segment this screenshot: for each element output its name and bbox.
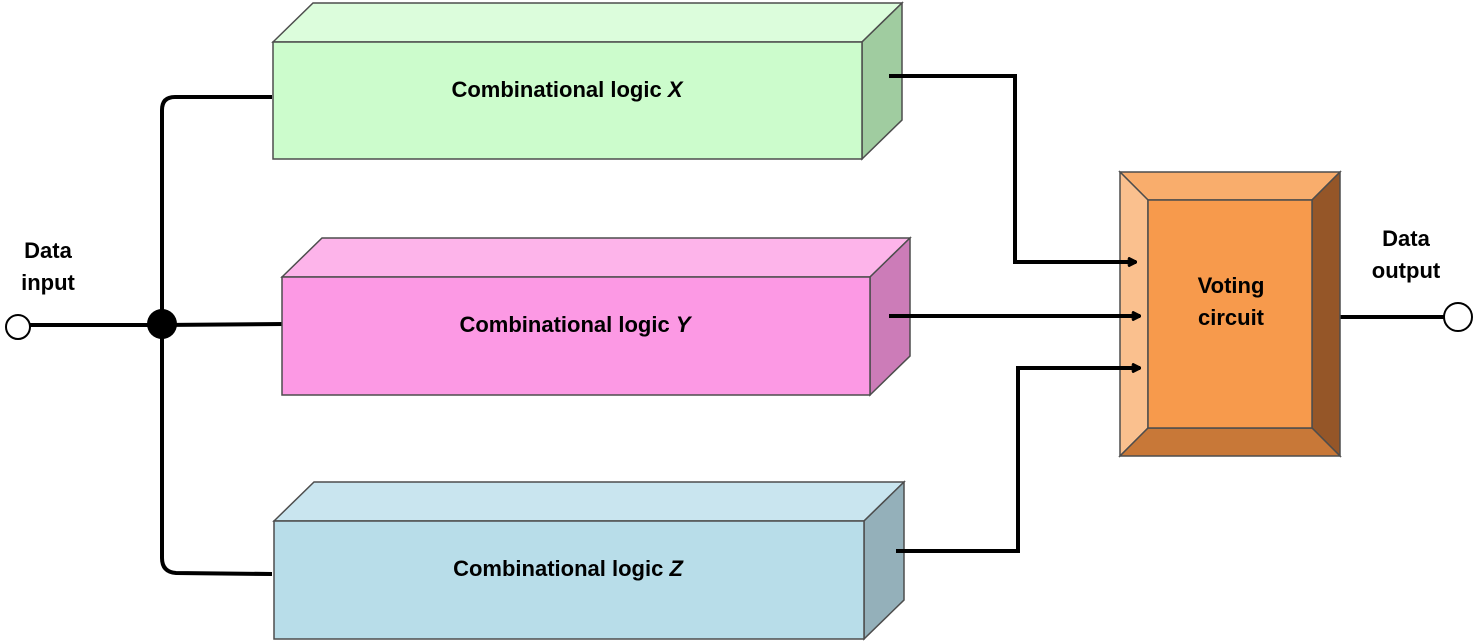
fanout-bus [160,95,273,576]
voter-bottom-bevel [1118,427,1342,457]
wire-z-to-voter [896,368,1140,553]
wire-x-to-voter [889,74,1136,262]
voting-circuit-label-line2: circuit [1198,305,1265,330]
data-output-label-line1: Data [1382,226,1430,251]
data-input-label-line1: Data [24,238,72,263]
fanout-wire-y [161,322,286,327]
data-input-label-line2: input [21,270,75,295]
voter-right-bevel [1311,170,1341,458]
block-x-front-face [272,41,863,160]
data-input-terminal [5,314,31,340]
junction-dot [147,309,177,339]
voter-top-bevel [1118,171,1342,201]
block-z-front-face [273,520,865,640]
data-output-terminal [1443,302,1473,332]
data-output-label-line2: output [1372,258,1441,283]
voter-face [1147,199,1313,429]
block-y-label: Combinational logic Y [459,312,692,337]
block-y-top-face [280,237,912,278]
combinational-logic-x-block: Combinational logic X [271,1,1015,161]
combinational-logic-z-block: Combinational logic Z [272,480,1018,641]
block-y-front-face [281,276,871,396]
block-x-top-face [271,2,904,43]
voting-circuit-block: Voting circuit [1118,170,1342,458]
block-z-top-face [272,481,906,522]
combinational-logic-y-block: Combinational logic Y [280,236,1000,397]
block-z-label: Combinational logic Z [453,556,684,581]
voting-circuit-label-line1: Voting [1198,273,1265,298]
block-x-label: Combinational logic X [451,77,683,102]
